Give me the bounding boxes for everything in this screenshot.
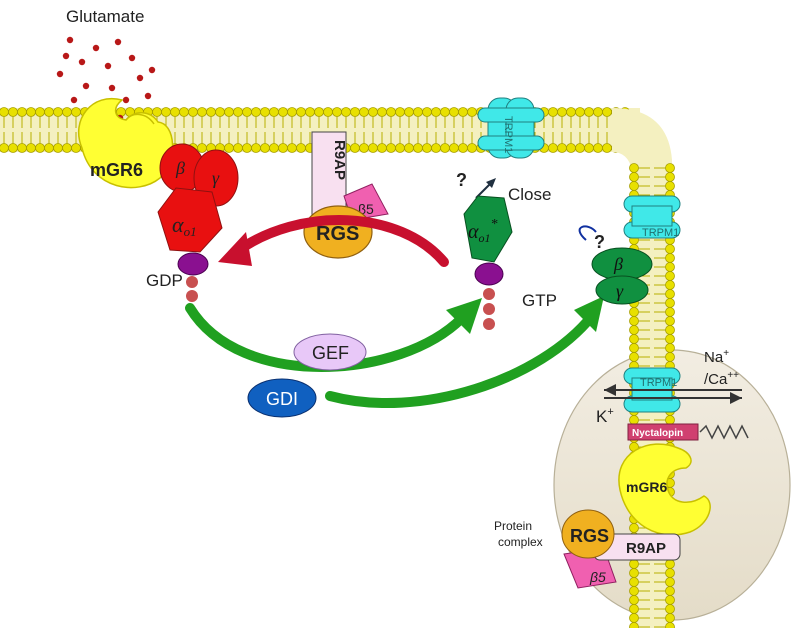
gtp-label: GTP	[522, 291, 557, 310]
gdi-arrowhead	[574, 296, 604, 332]
glutamate-dot	[62, 52, 70, 60]
glutamate-dot	[78, 58, 86, 66]
ca-label: /Ca++	[704, 370, 739, 388]
trpm1-channel-top: TRPM1	[477, 97, 545, 159]
gamma-right-label: γ	[616, 281, 624, 301]
glutamate-dot	[92, 44, 100, 52]
glutamate-dot	[136, 74, 144, 82]
beta-gdp-label: β	[175, 158, 185, 178]
glutamate-dot	[148, 66, 156, 74]
beta-right-label: β	[613, 254, 623, 274]
trpm1-top-label: TRPM1	[502, 116, 514, 153]
r9ap-complex-label: R9AP	[626, 540, 666, 557]
gdp-lipid-anchor	[177, 252, 209, 276]
rgs-top-label: RGS	[316, 223, 359, 245]
nyctalopin-label: Nyctalopin	[632, 428, 683, 439]
gdi-ellipse	[247, 378, 317, 418]
alpha-gtp-label: αo1*	[468, 217, 498, 245]
rgs-complex-label: RGS	[570, 526, 609, 546]
k-label: K+	[596, 406, 614, 426]
curved-arrow-right	[578, 225, 597, 241]
gtp-bead-1	[483, 288, 495, 300]
gdp-bead-1	[186, 276, 198, 288]
protein-complex-label-line2: complex	[498, 535, 543, 549]
glutamate-dot	[66, 36, 74, 44]
mgr6-receptor-complex: mGR6	[618, 443, 711, 536]
mgr6-top-label: mGR6	[90, 160, 143, 180]
gap-arrowhead	[218, 232, 252, 266]
gtp-bead-3	[483, 318, 495, 330]
na-label: Na+	[704, 348, 729, 366]
gdp-label: GDP	[146, 271, 183, 290]
gdi-label: GDI	[266, 389, 298, 409]
glutamate-dot	[122, 96, 130, 104]
glutamate-dot	[56, 70, 64, 78]
question-right: ?	[594, 232, 605, 252]
glutamate-dot	[128, 54, 136, 62]
r9ap-top-label: R9AP	[331, 140, 348, 180]
g-protein-gdp-state: β γ αo1 GDP	[146, 143, 239, 302]
glutamate-dot	[108, 84, 116, 92]
g-beta-gamma-dimer: β γ	[591, 247, 653, 305]
nyctalopin-box	[627, 423, 699, 441]
trpm1-right-label: TRPM1	[642, 227, 679, 239]
alpha-gdp-label: αo1	[172, 212, 197, 239]
nyctalopin-tail	[699, 424, 749, 440]
protein-complex-label-line1: Protein	[494, 519, 532, 533]
gef-ellipse	[293, 333, 367, 371]
gdp-bead-2	[186, 290, 198, 302]
trpm1-complex-label: TRPM1	[640, 377, 677, 389]
gtp-bead-2	[483, 303, 495, 315]
g-alpha-gtp-state: αo1* GTP	[463, 195, 557, 330]
gamma-gdp-label: γ	[212, 168, 220, 188]
mgr6-complex-label: mGR6	[626, 479, 667, 495]
gdi-arrow	[325, 311, 597, 408]
glutamate-dot	[82, 82, 90, 90]
beta5-complex-label: β5	[589, 569, 606, 585]
glutamate-dot	[70, 96, 78, 104]
gef-arrowhead	[446, 298, 482, 334]
trpm1-channel-right: TRPM1	[623, 195, 681, 239]
glutamate-label: Glutamate	[66, 7, 144, 26]
mgr6-receptor-top: mGR6	[77, 97, 174, 189]
gtp-lipid-anchor	[474, 262, 504, 286]
glutamate-dot	[144, 92, 152, 100]
glutamate-dot	[104, 62, 112, 70]
gap-arrow	[231, 215, 449, 267]
rgs-complex-bottom: β5 R9AP RGS	[561, 509, 681, 589]
glutamate-dot	[114, 38, 122, 46]
close-label: Close	[508, 185, 551, 204]
question-top: ?	[456, 170, 467, 190]
gef-label: GEF	[312, 343, 349, 363]
